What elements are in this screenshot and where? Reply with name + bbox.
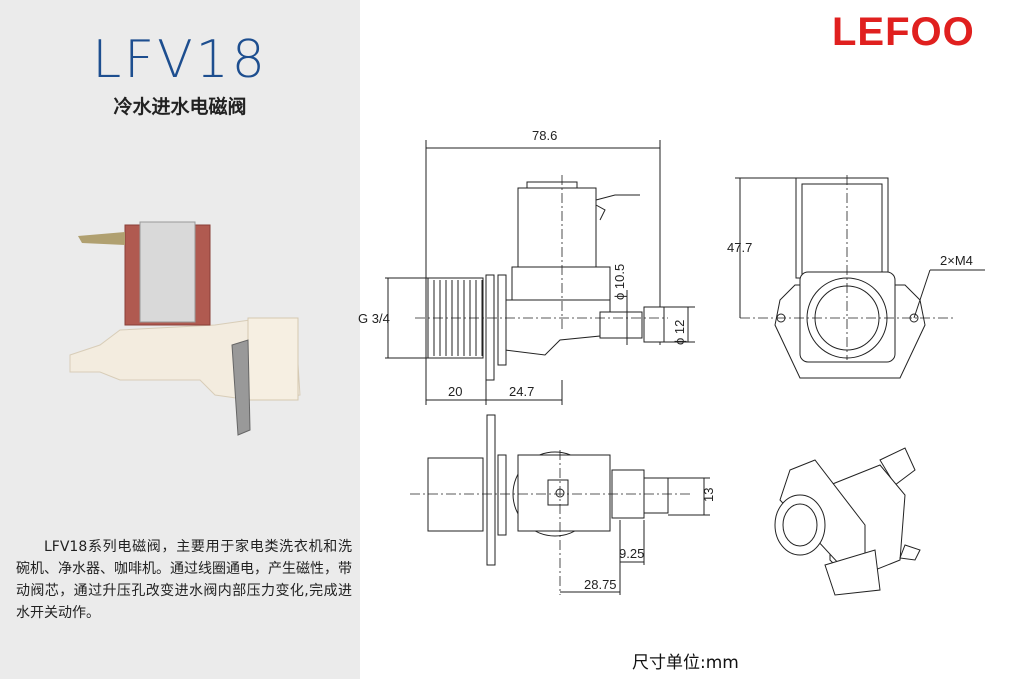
unit-note: 尺寸单位:mm	[632, 653, 739, 673]
product-subtitle: 冷水进水电磁阀	[113, 96, 247, 118]
svg-text:ϕ 12: ϕ 12	[672, 320, 687, 345]
brand-logo: LEFOO	[832, 10, 975, 54]
top-view: 13 9.25 28.75	[410, 414, 716, 595]
svg-text:G 3/4: G 3/4	[358, 311, 390, 326]
svg-text:9.25: 9.25	[619, 546, 644, 561]
svg-text:2×M4: 2×M4	[940, 253, 973, 268]
svg-text:78.6: 78.6	[532, 128, 557, 143]
svg-text:20: 20	[448, 384, 462, 399]
side-view: 78.6 G 3/4 ϕ 10.5 ϕ 12 20 24.7	[358, 128, 695, 405]
isometric-view	[774, 447, 921, 596]
product-photo	[69, 221, 301, 436]
svg-text:24.7: 24.7	[509, 384, 534, 399]
svg-text:28.75: 28.75	[584, 577, 617, 592]
product-model: LFV18	[92, 30, 268, 90]
front-view: 47.7 2×M4	[727, 175, 985, 379]
product-description: LFV18系列电磁阀，主要用于家电类洗衣机和洗碗机、净水器、咖啡机。通过线圈通电…	[16, 539, 352, 621]
svg-text:47.7: 47.7	[727, 240, 752, 255]
svg-text:ϕ 10.5: ϕ 10.5	[612, 264, 627, 300]
svg-text:13: 13	[701, 488, 716, 502]
